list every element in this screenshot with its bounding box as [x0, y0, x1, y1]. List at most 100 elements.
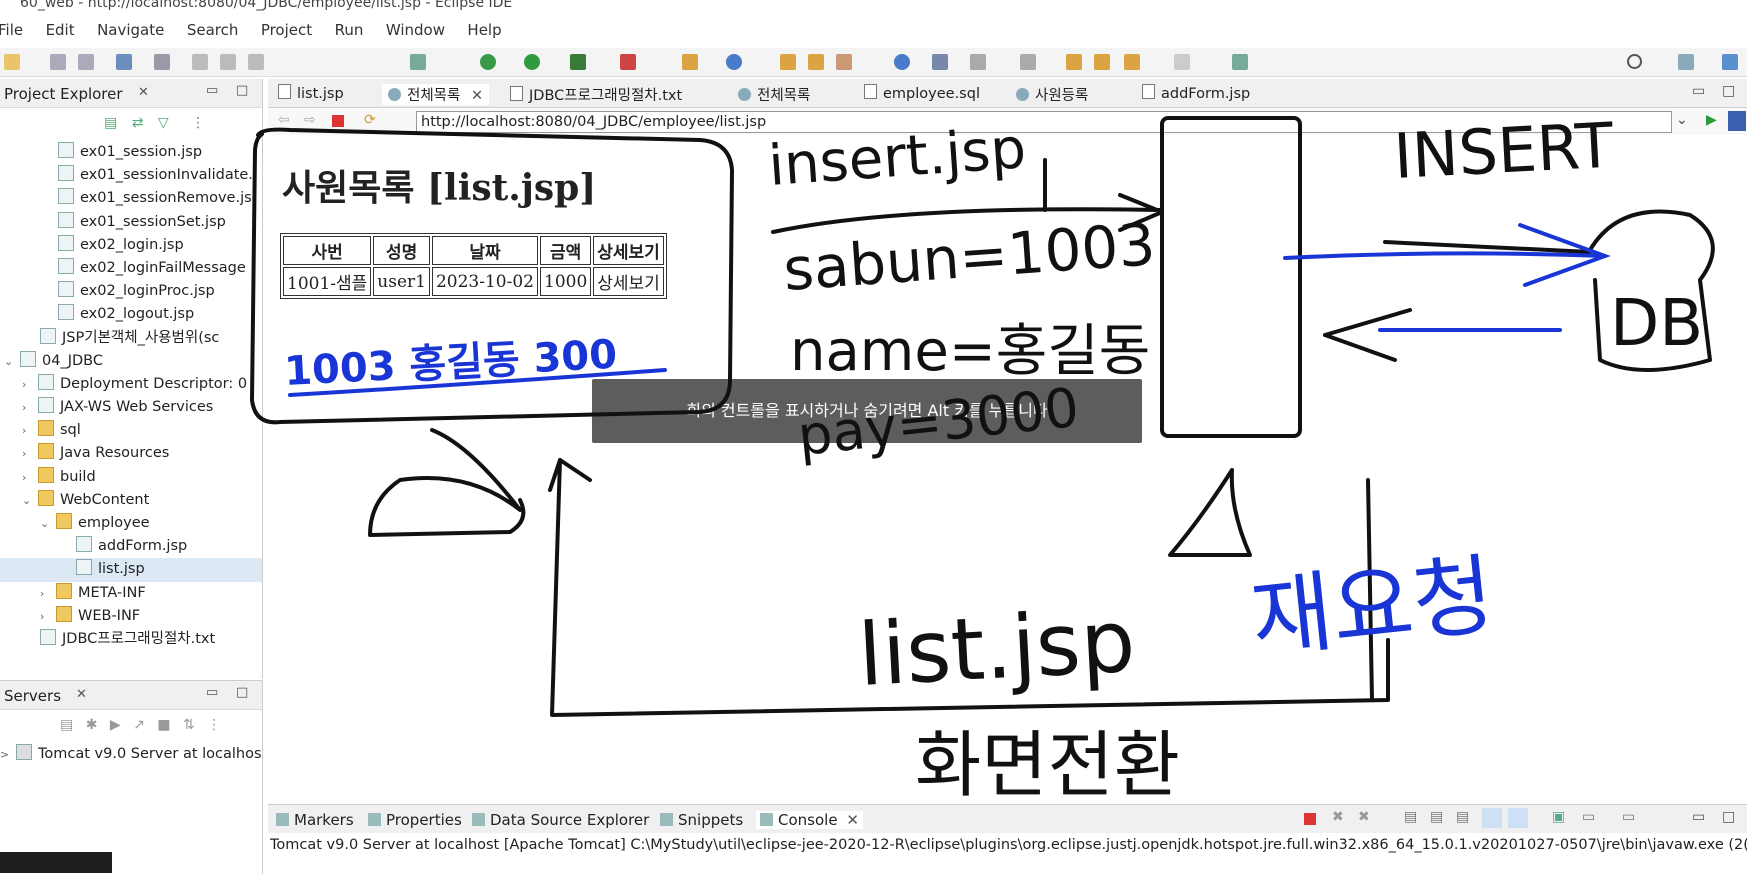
tree-item[interactable]: ›WEB-INF [0, 605, 262, 628]
prev-annotation-icon[interactable] [1020, 54, 1036, 70]
back-icon[interactable] [1124, 54, 1140, 70]
menu-window[interactable]: Window [385, 21, 445, 39]
maximize-icon[interactable]: □ [1722, 809, 1736, 825]
search-icon[interactable] [1627, 54, 1642, 69]
expand-icon[interactable]: › [22, 377, 27, 391]
pin-editor-icon[interactable] [1232, 54, 1248, 70]
collapse-all-icon[interactable]: ▤ [104, 115, 118, 131]
expand-icon[interactable]: > [0, 748, 10, 761]
collapse-icon[interactable]: ⌄ [22, 493, 32, 507]
tree-item[interactable]: ›JAX-WS Web Services [0, 396, 262, 419]
cell-detail-link[interactable]: 상세보기 [593, 267, 664, 296]
tree-item[interactable]: list.jsp [0, 558, 262, 582]
view-menu-icon[interactable]: ⋮ [207, 717, 222, 733]
tree-item[interactable]: ex02_loginFailMessage [0, 257, 262, 280]
close-icon[interactable]: ✕ [138, 85, 149, 100]
stop-icon[interactable] [332, 115, 344, 127]
close-icon[interactable]: ✕ [76, 687, 87, 702]
collapse-icon[interactable]: ⌄ [4, 354, 14, 368]
tab-addform-jsp[interactable]: addForm.jsp [1142, 84, 1250, 102]
resume-icon[interactable] [192, 54, 208, 70]
remove-launch-icon[interactable]: ✖ [1332, 809, 1344, 825]
word-wrap-icon[interactable]: ▤ [1456, 809, 1470, 825]
tree-item[interactable]: ex01_sessionSet.jsp [0, 211, 262, 234]
forward-icon[interactable]: ⇨ [304, 112, 316, 128]
tree-item[interactable]: ›sql [0, 419, 262, 442]
search-tool-icon[interactable] [836, 54, 852, 70]
tab-snippets[interactable]: Snippets [660, 811, 743, 829]
stop-server-icon[interactable]: ■ [157, 717, 171, 733]
perspective-icon[interactable] [1678, 54, 1694, 70]
terminate-icon[interactable] [248, 54, 264, 70]
tree-item[interactable]: ›Deployment Descriptor: 0 [0, 373, 262, 396]
web-browser-icon[interactable] [894, 54, 910, 70]
maximize-icon[interactable]: □ [236, 685, 249, 700]
tab-console[interactable]: Console ✕ [756, 811, 863, 829]
scroll-lock-icon[interactable]: ▤ [1430, 809, 1444, 825]
forward-icon[interactable] [1174, 54, 1190, 70]
external-tools-icon[interactable] [620, 54, 636, 70]
forward-edit-icon[interactable] [1094, 54, 1110, 70]
run-server-icon[interactable] [570, 54, 586, 70]
refresh-icon[interactable]: ⟳ [364, 112, 376, 128]
build-icon[interactable] [410, 54, 426, 70]
new-icon[interactable] [4, 54, 20, 70]
expand-icon[interactable]: › [22, 424, 27, 438]
tab-add-employee[interactable]: 사원등록 [1016, 84, 1088, 105]
open-console-icon[interactable]: ▭ [1622, 809, 1636, 825]
expand-icon[interactable]: › [40, 586, 45, 600]
minimize-icon[interactable]: ▭ [1692, 83, 1706, 99]
tab-jdbc-txt[interactable]: JDBC프로그래밍절차.txt [510, 84, 682, 105]
tab-list-jsp[interactable]: list.jsp [278, 84, 344, 102]
close-icon[interactable]: ✕ [470, 88, 484, 104]
tree-item[interactable]: ex01_sessionInvalidate. [0, 164, 262, 187]
expand-icon[interactable]: › [22, 447, 27, 461]
menu-search[interactable]: Search [186, 21, 239, 39]
menu-run[interactable]: Run [334, 21, 364, 39]
tree-item[interactable]: ex02_logout.jsp [0, 303, 262, 326]
tree-item[interactable]: addForm.jsp [0, 535, 262, 558]
console-icon[interactable] [116, 54, 132, 70]
tab-properties[interactable]: Properties [368, 811, 462, 829]
tab-data-source-explorer[interactable]: Data Source Explorer [472, 811, 649, 829]
tab-markers[interactable]: Markers [276, 811, 354, 829]
menu-navigate[interactable]: Navigate [97, 21, 165, 39]
collapse-icon[interactable]: ⌄ [40, 517, 50, 530]
remove-all-icon[interactable]: ✖ [1358, 809, 1370, 825]
show-stdout-icon[interactable] [1482, 808, 1502, 828]
last-edit-icon[interactable] [1066, 54, 1082, 70]
menu-file[interactable]: File [0, 21, 24, 39]
close-icon[interactable]: ✕ [846, 811, 859, 829]
skip-icon[interactable] [154, 54, 170, 70]
url-dropdown-icon[interactable]: ⌄ [1676, 112, 1688, 128]
next-annotation-icon[interactable] [970, 54, 986, 70]
server-item[interactable]: >Tomcat v9.0 Server at localhost [0, 743, 262, 766]
collapse-icon[interactable]: ▤ [60, 717, 74, 733]
back-icon[interactable]: ⇦ [278, 112, 290, 128]
publish-icon[interactable]: ⇅ [182, 717, 195, 733]
tree-item[interactable]: ex02_login.jsp [0, 234, 262, 257]
tree-item[interactable]: ›META-INF [0, 582, 262, 605]
open-task-icon[interactable] [808, 54, 824, 70]
open-type-icon[interactable] [780, 54, 796, 70]
tab-employee-sql[interactable]: employee.sql [864, 84, 980, 102]
go-icon[interactable]: ▶ [1706, 112, 1717, 128]
url-input[interactable]: http://localhost:8080/04_JDBC/employee/l… [416, 111, 1672, 133]
debug-icon[interactable] [480, 54, 496, 70]
tree-item[interactable]: ex02_loginProc.jsp [0, 280, 262, 303]
link-editor-icon[interactable]: ⇄ [131, 115, 144, 131]
new-java-project-icon[interactable] [682, 54, 698, 70]
menu-help[interactable]: Help [467, 21, 502, 39]
run-icon[interactable] [524, 54, 540, 70]
tree-item[interactable]: ›Java Resources [0, 442, 262, 465]
view-menu-icon[interactable]: ⋮ [191, 115, 206, 131]
suspend-icon[interactable] [220, 54, 236, 70]
tree-item[interactable]: ⌄04_JDBC [0, 350, 262, 373]
expand-icon[interactable]: › [40, 609, 45, 623]
new-class-icon[interactable] [726, 54, 742, 70]
debug-server-icon[interactable]: ✱ [85, 717, 98, 733]
expand-icon[interactable]: › [22, 401, 27, 415]
save-all-icon[interactable] [78, 54, 94, 70]
tab-list-2[interactable]: 전체목록 [738, 84, 810, 105]
pin-console-icon[interactable]: ▣ [1552, 809, 1566, 825]
